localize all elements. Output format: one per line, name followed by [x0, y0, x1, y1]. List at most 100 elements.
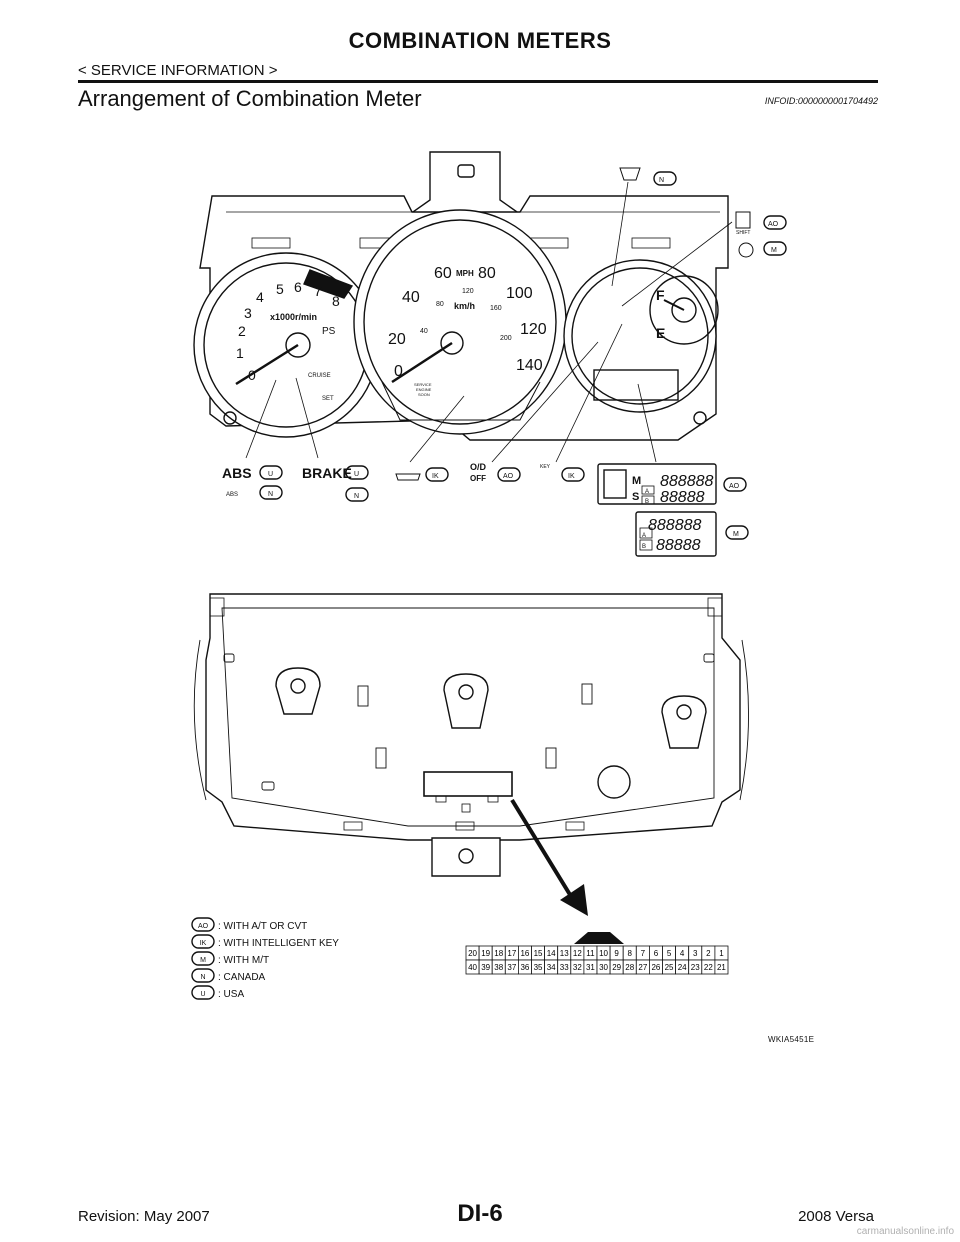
pin-number: 3 — [693, 949, 698, 958]
code-ao: AO — [503, 473, 514, 480]
code-ao: AO — [768, 221, 779, 228]
tach-number: 1 — [236, 345, 244, 361]
info-id: INFOID:0000000001704492 — [764, 96, 878, 106]
speed-kmh-number: 80 — [436, 301, 444, 308]
legend-text: : WITH A/T OR CVT — [218, 921, 307, 932]
tach-label-cruise: CRUISE — [308, 373, 331, 379]
odo-m-label: M — [632, 475, 641, 487]
speed-mph-number: 0 — [394, 363, 403, 380]
speed-mph-number: 20 — [388, 331, 406, 348]
odo-s-label: S — [632, 491, 639, 503]
code-u: U — [268, 471, 273, 478]
pin-number: 18 — [494, 949, 503, 958]
pin-number: 9 — [614, 949, 619, 958]
code-n: N — [354, 493, 359, 500]
legend-text: : USA — [218, 989, 244, 1000]
service-line: SOON — [418, 392, 430, 397]
code-m: M — [733, 531, 739, 538]
pin-number: 28 — [625, 963, 634, 972]
footer-revision: Revision: May 2007 — [78, 1208, 210, 1225]
speed-kmh-number: 120 — [462, 288, 474, 295]
pin-number: 33 — [560, 963, 569, 972]
tach-number: 3 — [244, 305, 252, 321]
legend-code: N — [200, 974, 205, 981]
abs-symbol: ABS — [226, 492, 238, 498]
pin-number: 31 — [586, 963, 595, 972]
pin-number: 6 — [654, 949, 659, 958]
tach-number: 6 — [294, 279, 302, 295]
abs-label: ABS — [222, 465, 252, 481]
pin-number: 29 — [612, 963, 621, 972]
service-line: SERVICE — [414, 382, 432, 387]
pin-number: 7 — [641, 949, 646, 958]
pin-number: 39 — [481, 963, 490, 972]
pin-number: 12 — [573, 949, 582, 958]
pin-cell — [714, 959, 729, 975]
legend-code: M — [200, 957, 206, 964]
speed-kmh-unit: km/h — [454, 301, 475, 311]
tach-unit: x1000r/min — [270, 312, 317, 322]
speed-kmh-number: 200 — [500, 335, 512, 342]
pin-number: 25 — [665, 963, 674, 972]
speed-kmh-number: 40 — [420, 328, 428, 335]
speed-mph-number: 120 — [520, 321, 547, 338]
trip-a-label: A — [645, 489, 649, 495]
fuel-empty-label: E — [656, 325, 665, 341]
pin-number: 17 — [507, 949, 516, 958]
speed-mph-number: 80 — [478, 265, 496, 282]
pin-number: 2 — [706, 949, 711, 958]
pin-number: 26 — [651, 963, 660, 972]
pin-number: 11 — [586, 949, 595, 958]
speed-kmh-number: 160 — [490, 305, 502, 312]
code-ik: IK — [432, 473, 439, 480]
trip-digits: 88888 — [656, 537, 701, 554]
footer-model: 2008 Versa — [798, 1208, 874, 1225]
pin-number: 14 — [547, 949, 556, 958]
code-m: M — [771, 247, 777, 254]
trip-b-label: B — [645, 499, 649, 505]
pin-number: 32 — [573, 963, 582, 972]
pin-number: 15 — [534, 949, 543, 958]
odo-digits: 888888 — [660, 473, 713, 490]
pin-number: 38 — [494, 963, 503, 972]
pin-number: 8 — [628, 949, 633, 958]
legend-code: AO — [198, 923, 209, 930]
pin-number: 35 — [534, 963, 543, 972]
brake-label: BRAKE — [302, 465, 352, 481]
pin-number: 19 — [481, 949, 490, 958]
legend-text: : WITH INTELLIGENT KEY — [218, 938, 339, 949]
legend-code: U — [200, 991, 205, 998]
breadcrumb: < SERVICE INFORMATION > — [78, 62, 278, 79]
speed-mph-number: 100 — [506, 285, 533, 302]
code-n: N — [659, 177, 664, 184]
code-u: U — [354, 471, 359, 478]
pin-number: 16 — [520, 949, 529, 958]
pin-number: 27 — [638, 963, 647, 972]
code-ao: AO — [729, 483, 740, 490]
tach-number: 7 — [314, 283, 322, 299]
pin-number: 40 — [468, 963, 477, 972]
code-ik: IK — [568, 473, 575, 480]
page-header-title: COMBINATION METERS — [348, 28, 612, 53]
tach-label-ps: PS — [322, 326, 336, 337]
pin-number: 22 — [704, 963, 713, 972]
figure-reference: WKIA5451E — [768, 1035, 815, 1044]
legend-code: IK — [200, 940, 207, 947]
pin-number: 30 — [599, 963, 608, 972]
speed-mph-unit: MPH — [456, 269, 474, 278]
pin-number: 34 — [547, 963, 556, 972]
footer-page-number: DI-6 — [457, 1200, 503, 1227]
key-label: KEY — [540, 464, 551, 470]
pin-number: 36 — [520, 963, 529, 972]
speed-mph-number: 140 — [516, 357, 543, 374]
pin-number: 23 — [691, 963, 700, 972]
pin-number: 20 — [468, 949, 477, 958]
service-line: ENGINE — [416, 387, 432, 392]
pin-number: 37 — [507, 963, 516, 972]
pin-number: 10 — [599, 949, 608, 958]
section-title: Arrangement of Combination Meter — [78, 86, 422, 111]
pin-number: 13 — [560, 949, 569, 958]
trip-a-label: A — [642, 533, 646, 539]
